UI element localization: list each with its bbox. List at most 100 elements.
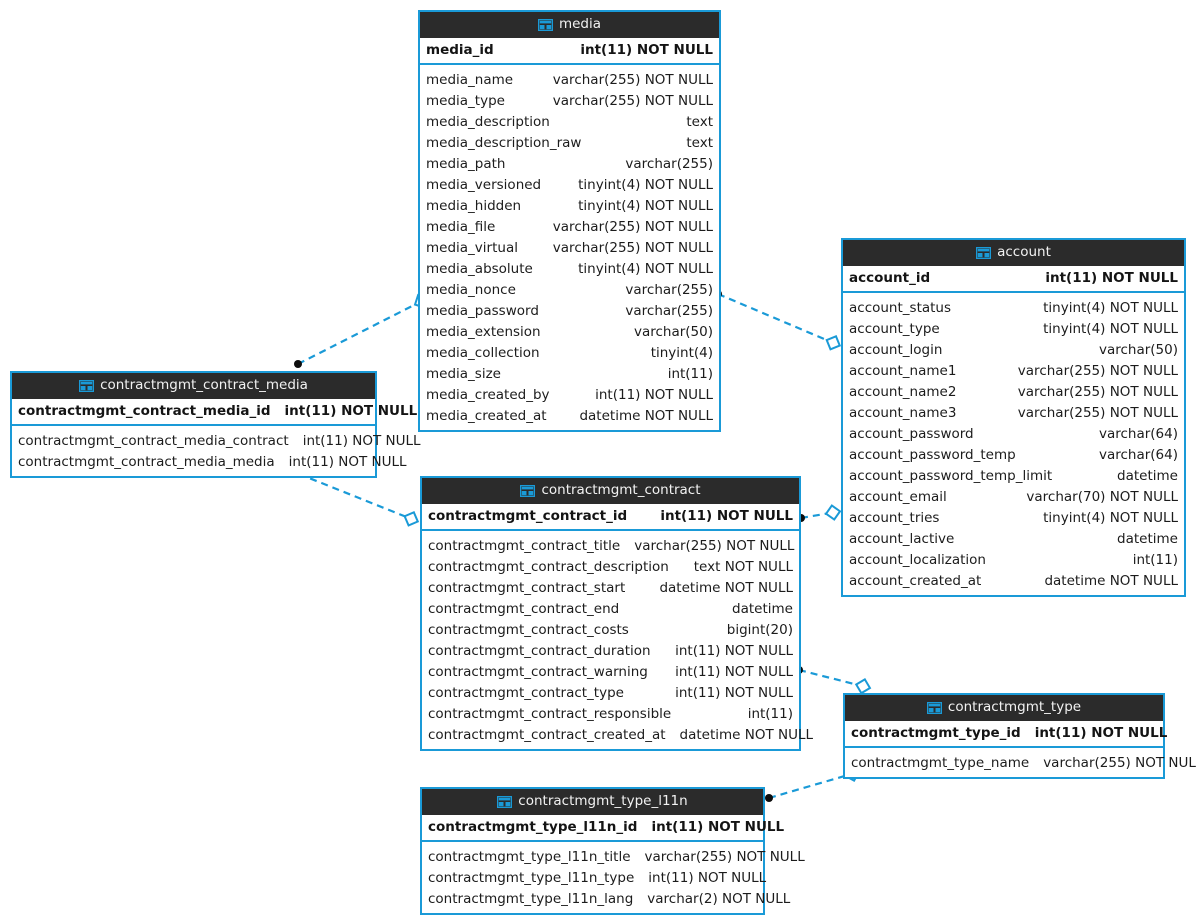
attribute-row[interactable]: contractmgmt_contract_media_media int(11)… bbox=[12, 451, 407, 472]
relationship-media-to-contract_media[interactable] bbox=[294, 293, 429, 368]
column-name: contractmgmt_type_l11n_lang bbox=[428, 890, 634, 907]
column-name: contractmgmt_type_l11n_id bbox=[428, 819, 638, 835]
entity-header-media[interactable]: media bbox=[420, 12, 719, 38]
column-name: contractmgmt_contract_warning bbox=[428, 663, 648, 680]
entity-title: media bbox=[558, 16, 602, 32]
relationship-media-to-account[interactable] bbox=[714, 290, 842, 351]
column-type: datetime NOT NULL bbox=[659, 579, 793, 596]
column-name: media_description bbox=[426, 113, 550, 130]
relationship-contract-to-account[interactable] bbox=[797, 504, 842, 522]
entity-header-contractmgmt_contract[interactable]: contractmgmt_contract bbox=[422, 478, 799, 504]
column-type: datetime bbox=[1117, 530, 1178, 547]
relationship-line bbox=[298, 472, 407, 518]
column-type: varchar(255) NOT NULL bbox=[552, 92, 713, 109]
column-name: account_login bbox=[849, 341, 943, 358]
column-name: contractmgmt_contract_media_media bbox=[18, 453, 275, 470]
column-name: contractmgmt_contract_created_at bbox=[428, 726, 666, 743]
column-type: varchar(255) bbox=[625, 155, 713, 172]
column-type: int(11) NOT NULL bbox=[302, 432, 421, 449]
column-type: tinyint(4) NOT NULL bbox=[1043, 320, 1178, 337]
column-type: text bbox=[686, 113, 713, 130]
entity-header-contractmgmt_type_l11n[interactable]: contractmgmt_type_l11n bbox=[422, 789, 763, 815]
column-name: media_nonce bbox=[426, 281, 516, 298]
column-type: tinyint(4) NOT NULL bbox=[578, 260, 713, 277]
relationship-contract-to-type[interactable] bbox=[795, 666, 872, 695]
attribute-row[interactable]: media_description text bbox=[420, 111, 719, 132]
entity-header-contractmgmt_contract_media[interactable]: contractmgmt_contract_media bbox=[12, 373, 375, 399]
entity-header-account[interactable]: account bbox=[843, 240, 1184, 266]
column-type: int(11) bbox=[1132, 551, 1178, 568]
relationship-contract_media-to-contract[interactable] bbox=[295, 470, 420, 527]
column-type: varchar(255) NOT NULL bbox=[634, 537, 795, 554]
column-type: varchar(64) bbox=[1098, 446, 1178, 463]
column-name: account_email bbox=[849, 488, 947, 505]
column-name: account_name1 bbox=[849, 362, 957, 379]
column-name: media_extension bbox=[426, 323, 541, 340]
column-name: contractmgmt_type_id bbox=[851, 725, 1021, 741]
column-type: varchar(255) NOT NULL bbox=[552, 71, 713, 88]
entity-header-contractmgmt_type[interactable]: contractmgmt_type bbox=[845, 695, 1163, 721]
column-type: int(11) NOT NULL bbox=[288, 453, 407, 470]
column-type: text NOT NULL bbox=[693, 558, 793, 575]
